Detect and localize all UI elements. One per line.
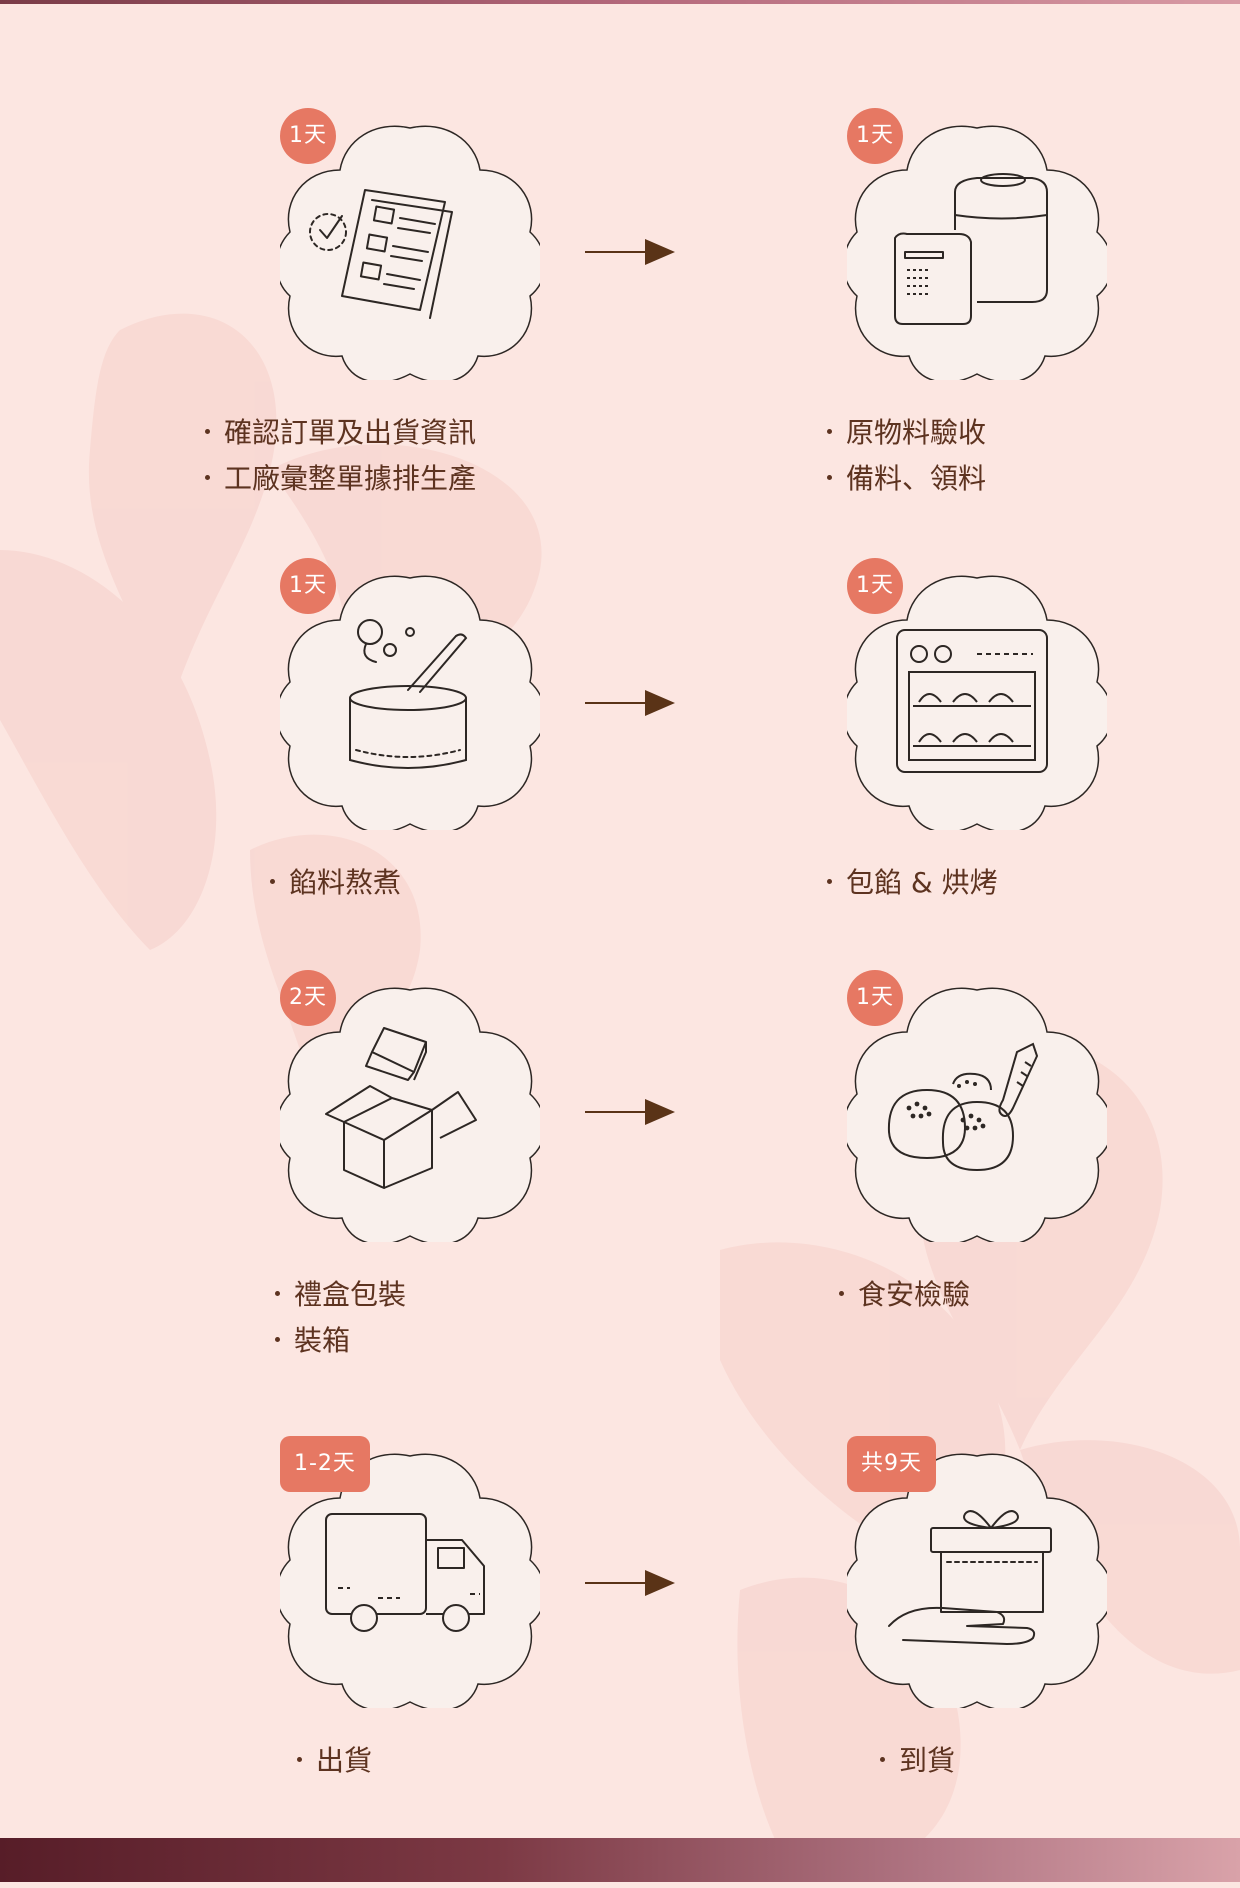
step-4-duration-badge: 1天 <box>847 558 903 614</box>
step-1-duration-badge: 1天 <box>280 108 336 164</box>
step-6-duration-badge: 1天 <box>847 970 903 1026</box>
step-4-icon-wrap: 1天 <box>847 570 1107 830</box>
step-5-duration-badge: 2天 <box>280 970 336 1026</box>
arrow-1-to-2 <box>585 234 681 270</box>
top-accent-bar <box>0 0 1240 4</box>
step-7-label-1: 出貨 <box>200 1738 600 1784</box>
arrow-3-to-4 <box>585 685 681 721</box>
step-6-label-1: 食安檢驗 <box>767 1272 1167 1318</box>
bottom-accent-bar <box>0 1838 1240 1882</box>
step-5-label-2: 裝箱 <box>200 1318 600 1364</box>
step-3-icon-wrap: 1天 <box>280 570 540 830</box>
step-7-labels: 出貨 <box>200 1738 600 1784</box>
step-2-label-2: 備料、領料 <box>767 456 1167 502</box>
step-7-icon-wrap: 1-2天 <box>280 1448 540 1708</box>
step-2-label-1: 原物料驗收 <box>767 410 1167 456</box>
arrow-7-to-8 <box>585 1565 681 1601</box>
step-1-label-1: 確認訂單及出貨資訊 <box>200 410 600 456</box>
step-8-label-1: 到貨 <box>767 1738 1167 1784</box>
step-3-duration-badge: 1天 <box>280 558 336 614</box>
step-5-icon-wrap: 2天 <box>280 982 540 1242</box>
arrow-5-to-6 <box>585 1094 681 1130</box>
step-7: 1-2天 出貨 <box>200 1448 600 1888</box>
step-4-label-1: 包餡 & 烘烤 <box>767 860 1167 906</box>
step-3: 1天 餡料熬煮 <box>200 570 600 1010</box>
step-8-duration-badge: 共9天 <box>847 1436 936 1492</box>
step-4: 1天 包餡 & 烘烤 <box>767 570 1167 1010</box>
step-4-labels: 包餡 & 烘烤 <box>767 860 1167 906</box>
step-6-icon-wrap: 1天 <box>847 982 1107 1242</box>
step-8-icon-wrap: 共9天 <box>847 1448 1107 1708</box>
step-3-labels: 餡料熬煮 <box>200 860 600 906</box>
step-7-duration-badge: 1-2天 <box>280 1436 370 1492</box>
step-2-labels: 原物料驗收 備料、領料 <box>767 410 1167 502</box>
step-8-labels: 到貨 <box>767 1738 1167 1784</box>
step-5-label-1: 禮盒包裝 <box>200 1272 600 1318</box>
step-8: 共9天 到貨 <box>767 1448 1167 1888</box>
step-1-label-2: 工廠彙整單據排生產 <box>200 456 600 502</box>
step-2: 1天 原物料驗收 備料、領料 <box>767 120 1167 560</box>
step-1-icon-wrap: 1天 <box>280 120 540 380</box>
step-3-label-1: 餡料熬煮 <box>200 860 600 906</box>
step-2-duration-badge: 1天 <box>847 108 903 164</box>
step-2-icon-wrap: 1天 <box>847 120 1107 380</box>
step-5-labels: 禮盒包裝 裝箱 <box>200 1272 600 1364</box>
step-1: 1天 確認訂單及出貨資訊 工廠彙整單據排生產 <box>200 120 600 560</box>
step-6-labels: 食安檢驗 <box>767 1272 1167 1318</box>
step-1-labels: 確認訂單及出貨資訊 工廠彙整單據排生產 <box>200 410 600 502</box>
step-5: 2天 禮盒包裝 裝箱 <box>200 982 600 1422</box>
step-6: 1天 食安檢驗 <box>767 982 1167 1422</box>
